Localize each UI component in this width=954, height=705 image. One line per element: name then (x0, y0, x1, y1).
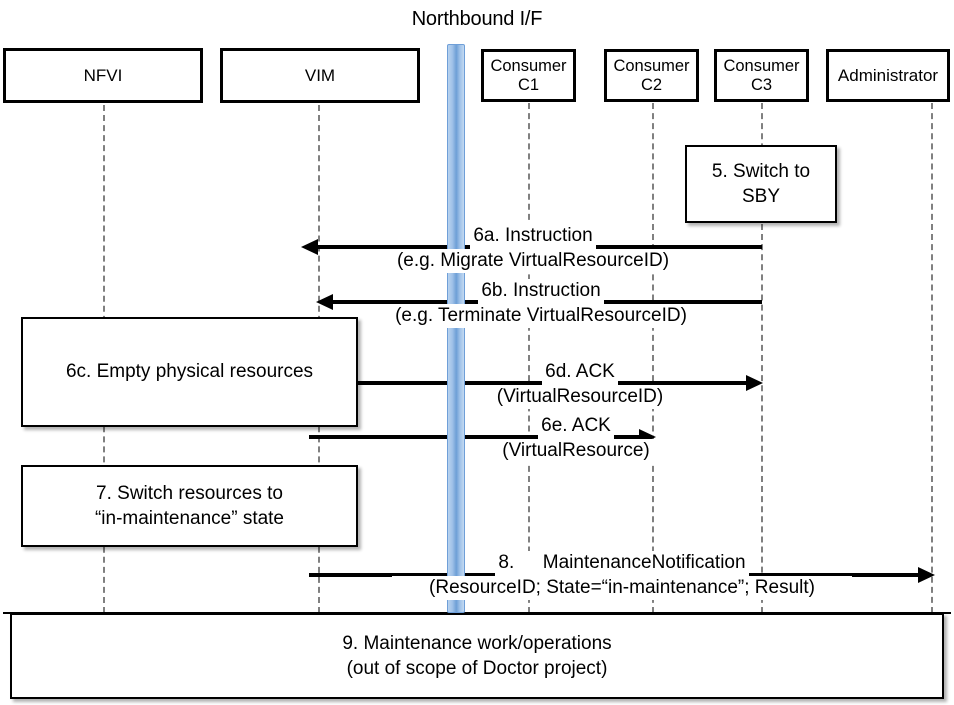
message-arrowhead-6a (301, 239, 318, 255)
note-line2: (out of scope of Doctor project) (346, 658, 608, 679)
message-label-6e: 6e. ACK (VirtualResource) (476, 414, 676, 464)
lifeline-consumer-c2 (652, 103, 654, 613)
actor-label-line2: C2 (640, 75, 663, 94)
message-label-6a-line2: (e.g. Migrate VirtualResourceID) (366, 248, 700, 274)
actor-label-consumer-c1: Consumer C1 (490, 57, 566, 94)
actor-label-line1: Consumer (490, 57, 567, 76)
note-text-switch-resources-in-maintenance: 7. Switch resources to “in-maintenance” … (95, 481, 284, 531)
message-label-8-line1: 8. MaintenanceNotification (495, 551, 749, 576)
message-label-6b-line2: (e.g. Terminate VirtualResourceID) (366, 303, 716, 329)
message-arrowhead-8 (918, 567, 935, 583)
message-label-6d-line2: (VirtualResourceID) (476, 384, 684, 410)
message-label-6a-line1: 6a. Instruction (470, 224, 596, 249)
actor-label-nfvi: NFVI (83, 65, 123, 85)
message-label-8-line2: (ResourceID; State=“in-maintenance”; Res… (392, 575, 852, 601)
actor-label-administrator: Administrator (837, 65, 939, 85)
message-label-6e-line1: 6e. ACK (538, 414, 614, 439)
note-line2: SBY (741, 186, 781, 207)
page-title: Northbound I/F (411, 8, 543, 30)
lifeline-consumer-c3 (761, 103, 763, 613)
note-box-empty-physical-resources[interactable]: 6c. Empty physical resources (21, 317, 358, 427)
note-line1: 5. Switch to (711, 160, 811, 182)
actor-box-consumer-c1[interactable]: Consumer C1 (481, 49, 576, 102)
actor-box-consumer-c2[interactable]: Consumer C2 (604, 49, 699, 102)
note-text-maintenance-work: 9. Maintenance work/operations (out of s… (342, 631, 611, 681)
actor-box-vim[interactable]: VIM (220, 48, 420, 103)
message-label-6b-line1: 6b. Instruction (478, 279, 604, 304)
lifeline-administrator (931, 103, 933, 613)
actor-box-nfvi[interactable]: NFVI (3, 48, 203, 103)
note-text-empty-physical-resources: 6c. Empty physical resources (65, 361, 314, 383)
northbound-interface-bar (447, 44, 465, 613)
note-text-switch-to-sby: 5. Switch to SBY (712, 159, 810, 209)
message-arrowhead-6d (746, 375, 763, 391)
message-label-6a: 6a. Instruction (e.g. Migrate VirtualRes… (366, 224, 700, 274)
actor-label-line1: Consumer (613, 57, 690, 76)
actor-label-line2: C3 (750, 75, 773, 94)
message-label-6b: 6b. Instruction (e.g. Terminate VirtualR… (366, 279, 716, 329)
message-label-6d: 6d. ACK (VirtualResourceID) (476, 360, 684, 410)
note-box-switch-resources-in-maintenance[interactable]: 7. Switch resources to “in-maintenance” … (21, 465, 358, 547)
message-arrowhead-6b (316, 294, 333, 310)
note-line2: “in-maintenance” state (94, 508, 285, 529)
actor-label-consumer-c2: Consumer C2 (613, 57, 689, 94)
note-line1: 7. Switch resources to (96, 482, 283, 504)
actor-label-line2: C1 (517, 75, 540, 94)
message-arrow-6e (309, 435, 639, 439)
message-label-6d-line1: 6d. ACK (542, 360, 618, 385)
actor-box-consumer-c3[interactable]: Consumer C3 (714, 49, 809, 102)
note-box-maintenance-work[interactable]: 9. Maintenance work/operations (out of s… (10, 613, 944, 699)
actor-label-line1: Consumer (723, 57, 800, 76)
actor-box-administrator[interactable]: Administrator (826, 49, 950, 102)
message-label-8: 8. MaintenanceNotification (ResourceID; … (392, 551, 852, 601)
actor-label-vim: VIM (304, 65, 336, 85)
actor-label-consumer-c3: Consumer C3 (723, 57, 799, 94)
note-line1: 9. Maintenance work/operations (342, 632, 612, 654)
note-box-switch-to-sby[interactable]: 5. Switch to SBY (685, 145, 837, 223)
lifeline-consumer-c1 (528, 103, 530, 613)
message-label-6e-line2: (VirtualResource) (476, 438, 676, 464)
